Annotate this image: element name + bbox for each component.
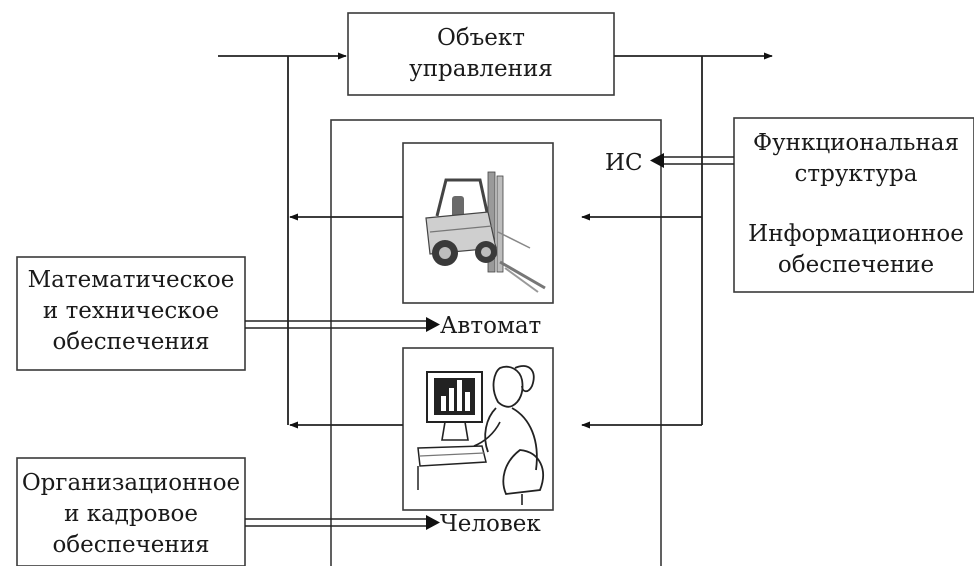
org-staff-support-box: Организационное и кадровое обеспечения xyxy=(16,457,246,566)
math-tech-line1: Математическое xyxy=(28,267,235,293)
is-double-arrow xyxy=(650,153,734,168)
information-line1: Информационное xyxy=(748,221,964,247)
org-staff-line2: и кадровое xyxy=(64,501,198,527)
control-object-box: Объект управления xyxy=(347,12,615,96)
human-box xyxy=(402,347,554,511)
human-label: Человек xyxy=(440,511,541,537)
automat-box xyxy=(402,142,554,304)
information-line2: обеспечение xyxy=(778,252,934,278)
org-staff-double-arrow xyxy=(245,515,440,530)
is-label: ИС xyxy=(605,150,643,176)
math-tech-line2: и техническое xyxy=(43,298,219,324)
org-staff-line1: Организационное xyxy=(22,470,240,496)
math-tech-support-box: Математическое и техническое обеспечения xyxy=(16,256,246,371)
control-object-line2: управления xyxy=(409,56,553,82)
math-tech-line3: обеспечения xyxy=(52,329,209,355)
person-at-computer-icon xyxy=(417,365,544,505)
forklift-icon xyxy=(425,171,546,293)
functional-line2: структура xyxy=(795,161,918,187)
functional-information-box: Функциональная структура Информационное … xyxy=(733,117,974,293)
org-staff-line3: обеспечения xyxy=(52,532,209,558)
automat-label: Автомат xyxy=(440,313,541,339)
control-object-line1: Объект xyxy=(437,25,525,51)
functional-line1: Функциональная xyxy=(753,130,959,156)
math-tech-double-arrow xyxy=(245,317,440,332)
